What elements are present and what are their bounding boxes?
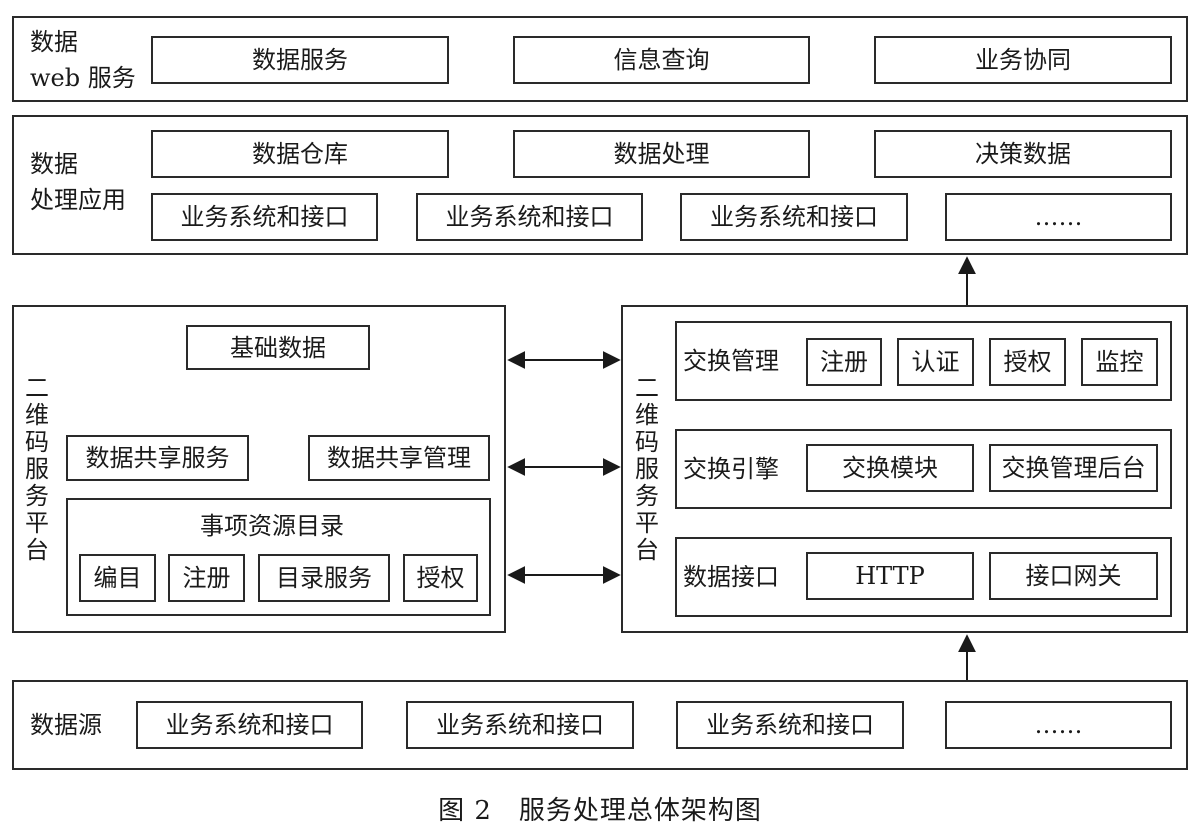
exchange-engine-module: 交换模块 [806, 444, 974, 492]
share-manage-box: 数据共享管理 [308, 435, 490, 481]
catalog-item-register: 注册 [168, 554, 245, 602]
data-source-system-2: 业务系统和接口 [406, 701, 634, 749]
right-platform-title: 二维码服务平台 [635, 374, 659, 564]
data-interface-label: 数据接口 [683, 563, 779, 591]
processing-app-label-2: 处理应用 [30, 186, 126, 214]
processing-item-warehouse: 数据仓库 [151, 130, 449, 178]
figure-caption: 图 2 服务处理总体架构图 [438, 796, 762, 826]
exchange-manage-authorize: 授权 [989, 338, 1066, 386]
catalog-title: 事项资源目录 [200, 512, 344, 540]
processing-system-more: …… [945, 193, 1172, 241]
catalog-item-cataloging: 编目 [79, 554, 156, 602]
web-service-label-1: 数据 [30, 28, 78, 56]
processing-system-1: 业务系统和接口 [151, 193, 378, 241]
exchange-engine-label: 交换引擎 [683, 455, 779, 483]
exchange-manage-label: 交换管理 [683, 347, 779, 375]
exchange-manage-authenticate: 认证 [897, 338, 974, 386]
share-service-box: 数据共享服务 [66, 435, 249, 481]
processing-item-decision-data: 决策数据 [874, 130, 1172, 178]
processing-item-data-processing: 数据处理 [513, 130, 810, 178]
web-service-item-info-query: 信息查询 [513, 36, 810, 84]
exchange-engine-backend: 交换管理后台 [989, 444, 1158, 492]
processing-app-label-1: 数据 [30, 150, 78, 178]
web-service-item-collaboration: 业务协同 [874, 36, 1172, 84]
data-source-system-1: 业务系统和接口 [136, 701, 363, 749]
processing-system-2: 业务系统和接口 [416, 193, 643, 241]
processing-system-3: 业务系统和接口 [680, 193, 908, 241]
left-platform-title: 二维码服务平台 [25, 374, 49, 564]
data-interface-gateway: 接口网关 [989, 552, 1158, 600]
exchange-manage-monitor: 监控 [1081, 338, 1158, 386]
catalog-item-catalog-service: 目录服务 [258, 554, 390, 602]
basic-data-box: 基础数据 [186, 325, 370, 370]
web-service-label-2: web 服务 [30, 64, 136, 92]
data-interface-http: HTTP [806, 552, 974, 600]
data-source-system-3: 业务系统和接口 [676, 701, 904, 749]
exchange-manage-register: 注册 [806, 338, 882, 386]
data-source-more: …… [945, 701, 1172, 749]
catalog-item-authorize: 授权 [403, 554, 478, 602]
web-service-item-data-service: 数据服务 [151, 36, 449, 84]
data-source-label: 数据源 [30, 711, 102, 739]
